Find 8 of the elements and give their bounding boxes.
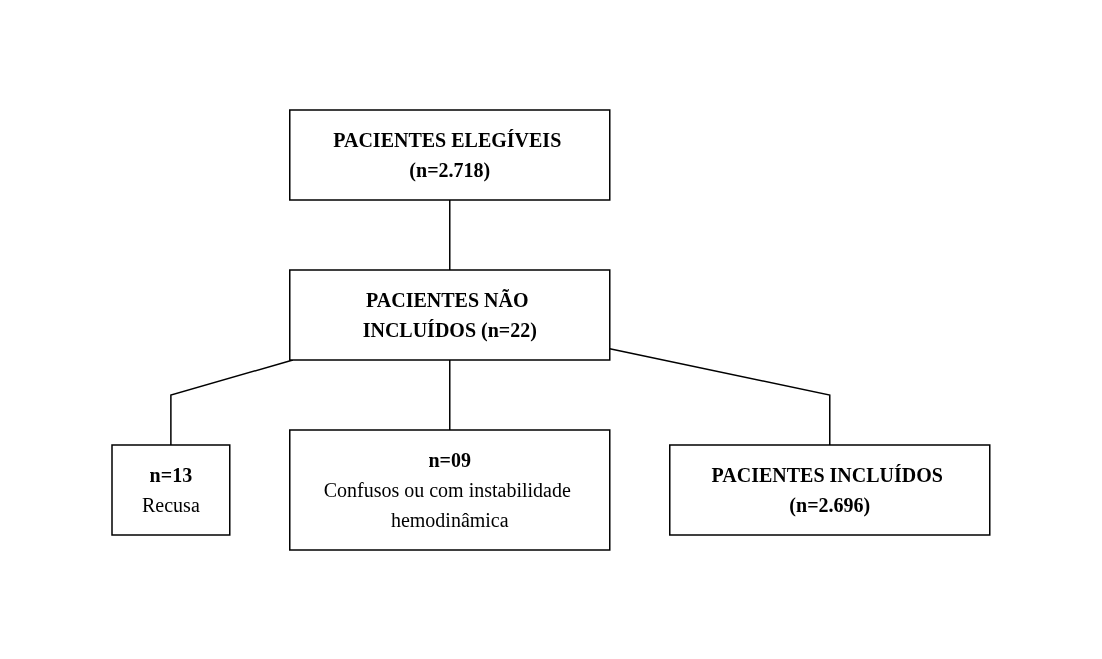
node-box: PACIENTES ELEGÍVEIS (n=2.718) [289, 108, 611, 201]
connector [449, 198, 451, 271]
node-box: n=13 Recusa [111, 443, 231, 536]
connector [609, 347, 831, 446]
connector [449, 358, 451, 431]
node-box: PACIENTES NÃO INCLUÍDOS (n=22) [289, 268, 611, 361]
node-box: PACIENTES INCLUÍDOS (n=2.696) [669, 443, 991, 536]
node-box: n=09 Confusos ou com instabilidade hemodinâmica [289, 428, 611, 551]
